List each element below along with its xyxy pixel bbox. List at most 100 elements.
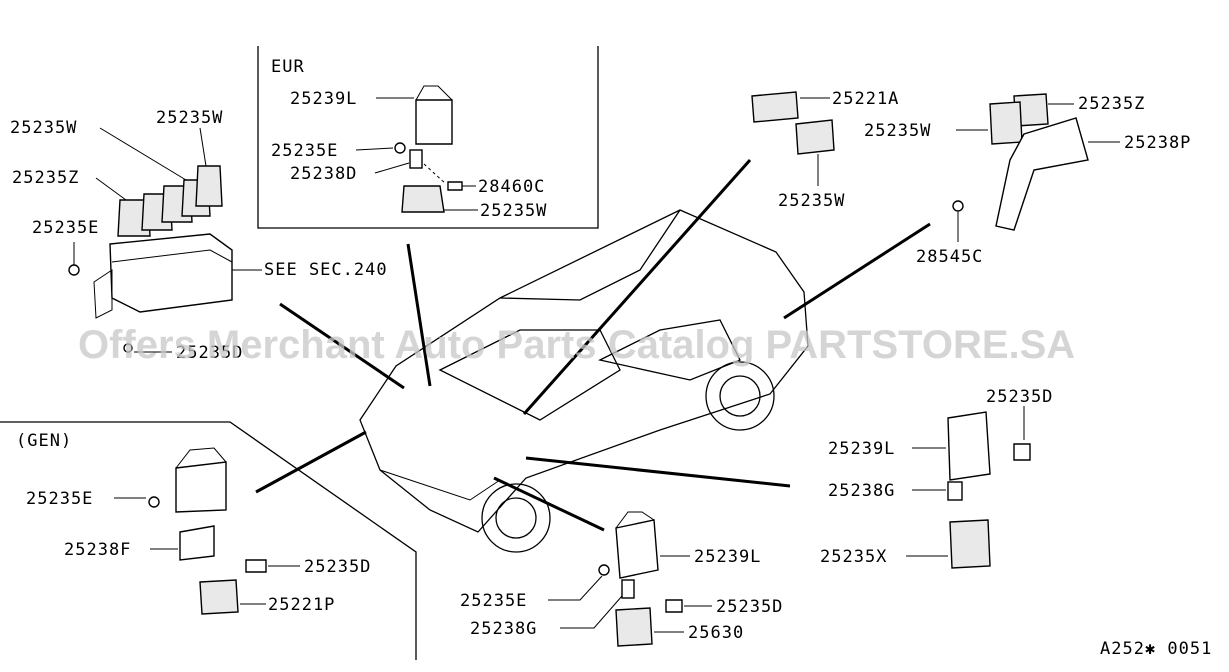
bottom-center-parts: 25239L 25235E 25235D 25238G 25630 xyxy=(460,511,783,647)
label-25235e-a: 25235E xyxy=(32,218,99,238)
bracket-25238g-right xyxy=(947,481,963,501)
hood xyxy=(438,329,621,421)
leader xyxy=(95,177,127,201)
leader xyxy=(374,162,410,174)
arrow-top-left xyxy=(279,302,405,390)
label-25235x: 25235X xyxy=(820,547,887,567)
relay-gen-top xyxy=(175,447,227,469)
relay-row xyxy=(117,165,223,237)
bolt-25235e-gen xyxy=(148,496,160,508)
gen-region: (GEN) 25235E 25238F 25235D 25221P xyxy=(0,421,417,660)
label-25238p: 25238P xyxy=(1124,133,1191,153)
front-wheel xyxy=(481,483,551,553)
label-25630: 25630 xyxy=(688,623,744,643)
leader xyxy=(355,147,394,151)
leader xyxy=(199,127,207,167)
box-mount xyxy=(93,269,113,319)
gen-frame xyxy=(0,421,417,660)
label-25235d-gen: 25235D xyxy=(304,557,371,577)
label-25239l-eur: 25239L xyxy=(290,89,357,109)
watermark-text: Offers Merchant Auto Parts Catalog PARTS… xyxy=(78,323,1075,367)
label-25238g-bottom: 25238G xyxy=(470,619,537,639)
label-25238f: 25238F xyxy=(64,540,131,560)
screw-25235d-bottom xyxy=(665,599,683,613)
label-25235e-eur: 25235E xyxy=(271,141,338,161)
pointer-arrows xyxy=(255,159,931,532)
relay-bracket xyxy=(415,85,453,101)
leader xyxy=(548,575,603,601)
relay-25235w-right xyxy=(989,101,1023,145)
arrow-right xyxy=(525,456,791,488)
top-left-assembly: 25235W 25235W 25235Z 25235E SEE SEC.240 … xyxy=(10,108,388,363)
relay-25630 xyxy=(615,607,653,647)
relay-gen xyxy=(175,461,227,513)
label-25235z-a: 25235Z xyxy=(12,168,79,188)
relay-25235w-center xyxy=(795,119,835,155)
label-25235e-gen: 25235E xyxy=(26,489,93,509)
leader xyxy=(99,127,187,181)
leader xyxy=(560,595,623,629)
dash-leader xyxy=(423,163,447,185)
label-25235w-right: 25235W xyxy=(864,121,931,141)
figure-code: A252✱ 0051 xyxy=(1100,639,1212,659)
arrow-eur xyxy=(406,243,432,387)
label-25235d-bottom: 25235D xyxy=(716,597,783,617)
screw-28460c xyxy=(447,181,463,191)
label-25235w-eur: 25235W xyxy=(480,201,547,221)
label-25235d-right: 25235D xyxy=(986,387,1053,407)
top-center-parts: 25221A 25235W xyxy=(751,89,899,211)
label-see-sec-240: SEE SEC.240 xyxy=(264,260,388,280)
arrow-top-right xyxy=(783,222,931,320)
bracket-25238d xyxy=(409,149,423,169)
label-25238d: 25238D xyxy=(290,164,357,184)
eur-title: EUR xyxy=(271,57,305,77)
rear-hub xyxy=(719,375,761,417)
relay-bottom-top xyxy=(615,511,655,529)
right-parts: 25235D 25239L 25238G 25235X xyxy=(820,387,1053,569)
grille xyxy=(379,469,501,501)
relay-25239l-eur xyxy=(415,99,453,145)
eur-inset: EUR 25239L 25235E 25238D 28460C 25235W xyxy=(257,46,599,229)
bracket-25238p xyxy=(995,117,1089,231)
relay-25239l-bottom xyxy=(615,519,659,579)
label-25239l-right: 25239L xyxy=(828,439,895,459)
label-25235d-a: 25235D xyxy=(176,343,243,363)
relay-box xyxy=(109,233,233,313)
bracket-25238f xyxy=(179,525,215,561)
bolt-25235e-a xyxy=(68,264,80,276)
screw-25235d-gen xyxy=(245,559,267,573)
label-25221a: 25221A xyxy=(832,89,899,109)
label-25235w-b: 25235W xyxy=(156,108,223,128)
vehicle-body xyxy=(359,209,809,533)
label-25239l-bottom: 25239L xyxy=(694,547,761,567)
vehicle xyxy=(359,209,809,553)
bolt-25235d-a xyxy=(123,343,133,353)
relay-25235w-eur xyxy=(401,185,445,213)
gen-title: (GEN) xyxy=(16,431,72,451)
relay-box-edge xyxy=(111,249,233,263)
rear-wheel xyxy=(705,361,775,431)
eur-frame xyxy=(257,46,599,229)
bolt-28545c xyxy=(952,200,964,212)
label-25235z-right: 25235Z xyxy=(1078,94,1145,114)
bracket-25238g-bottom xyxy=(621,579,635,599)
relay-25239l-right xyxy=(947,411,991,481)
label-28460c: 28460C xyxy=(478,177,545,197)
front-hub xyxy=(495,497,537,539)
screw-25235d-right xyxy=(1013,443,1031,461)
label-28545c: 28545C xyxy=(916,247,983,267)
top-right-parts: 25235Z 25235W 25238P 28545C xyxy=(864,93,1191,267)
label-25235e-bottom: 25235E xyxy=(460,591,527,611)
relay-25235x xyxy=(949,519,991,569)
bolt-25235e-eur xyxy=(394,142,406,154)
label-25221p: 25221P xyxy=(268,595,335,615)
side-window xyxy=(598,319,741,381)
windshield-top xyxy=(499,209,681,301)
relay-25221p xyxy=(199,579,239,615)
relay-25221a xyxy=(751,91,799,123)
label-25238g-right: 25238G xyxy=(828,481,895,501)
bolt-25235e-bottom xyxy=(598,564,610,576)
label-25235w-center: 25235W xyxy=(778,191,845,211)
